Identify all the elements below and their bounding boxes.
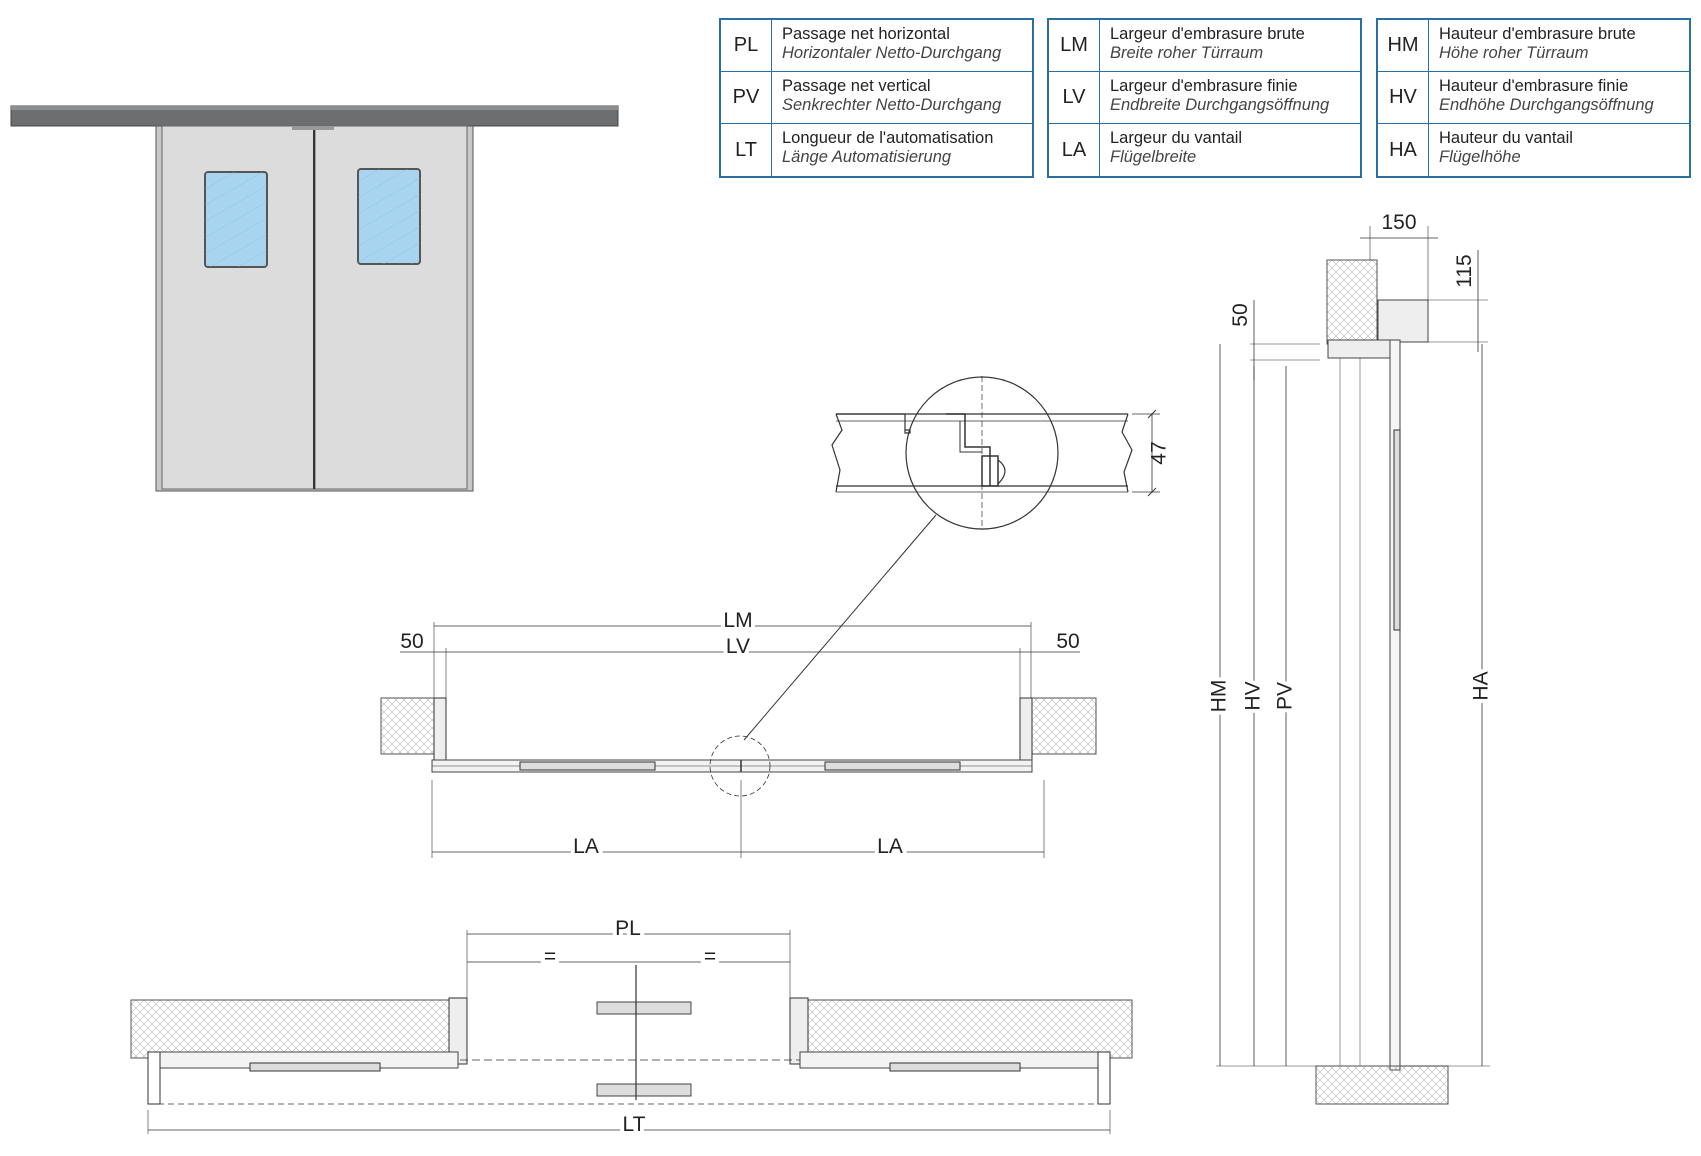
legend-de: Länge Automatisierung <box>782 148 952 166</box>
pl-label: PL <box>615 917 641 940</box>
legend-de: Senkrechter Netto-Durchgang <box>782 96 1002 114</box>
side-height-label: 115 <box>1453 254 1476 287</box>
plan-view-open <box>130 930 1133 1134</box>
legend-de: Flügelbreite <box>1110 148 1197 166</box>
door-illustration <box>10 105 619 492</box>
hv-label: HV <box>1242 681 1265 710</box>
la-left-label: LA <box>573 835 599 858</box>
side-section <box>1216 226 1490 1105</box>
legend-de: Horizontaler Netto-Durchgang <box>782 44 1002 62</box>
legend-de: Flügelhöhe <box>1439 148 1521 166</box>
legend-de: Endbreite Durchgangsöffnung <box>1110 96 1330 114</box>
eq-left-label: = <box>544 945 556 968</box>
legend-code: HV <box>1378 72 1429 123</box>
legend-de: Höhe roher Türraum <box>1439 44 1589 62</box>
legend-fr: Longueur de l'automatisation <box>782 129 994 147</box>
lv-label: LV <box>726 635 750 658</box>
lm-label: LM <box>723 609 752 632</box>
legend-code: HA <box>1378 124 1429 176</box>
pv-label: PV <box>1274 682 1297 710</box>
legend-code: PV <box>721 72 772 123</box>
eq-right-label: = <box>704 945 716 968</box>
margin-left-label: 50 <box>400 630 423 653</box>
side-width-label: 150 <box>1381 211 1416 234</box>
plan-view-closed <box>380 622 1097 858</box>
legend-fr: Largeur d'embrasure brute <box>1110 25 1305 43</box>
legend-code: LT <box>721 124 772 176</box>
legend-code: PL <box>721 20 772 71</box>
legend-code: LA <box>1049 124 1100 176</box>
la-right-label: LA <box>877 835 903 858</box>
detail-thickness-label: 47 <box>1148 441 1171 464</box>
margin-right-label: 50 <box>1056 630 1079 653</box>
legend-fr: Passage net horizontal <box>782 25 950 43</box>
joint-detail <box>743 376 1160 741</box>
legend-fr: Hauteur d'embrasure brute <box>1439 25 1636 43</box>
legend-fr: Passage net vertical <box>782 77 931 95</box>
lt-label: LT <box>623 1113 646 1136</box>
legend-code: LV <box>1049 72 1100 123</box>
legend-fr: Hauteur d'embrasure finie <box>1439 77 1629 95</box>
legend-de: Endhöhe Durchgangsöffnung <box>1439 96 1654 114</box>
legend-fr: Hauteur du vantail <box>1439 129 1573 147</box>
hm-label: HM <box>1208 680 1231 713</box>
legend-code: LM <box>1049 20 1100 71</box>
legend-de: Breite roher Türraum <box>1110 44 1264 62</box>
ha-label: HA <box>1470 671 1493 700</box>
legend-code: HM <box>1378 20 1429 71</box>
side-gap-label: 50 <box>1229 303 1252 326</box>
legend-fr: Largeur du vantail <box>1110 129 1243 147</box>
legend-fr: Largeur d'embrasure finie <box>1110 77 1298 95</box>
